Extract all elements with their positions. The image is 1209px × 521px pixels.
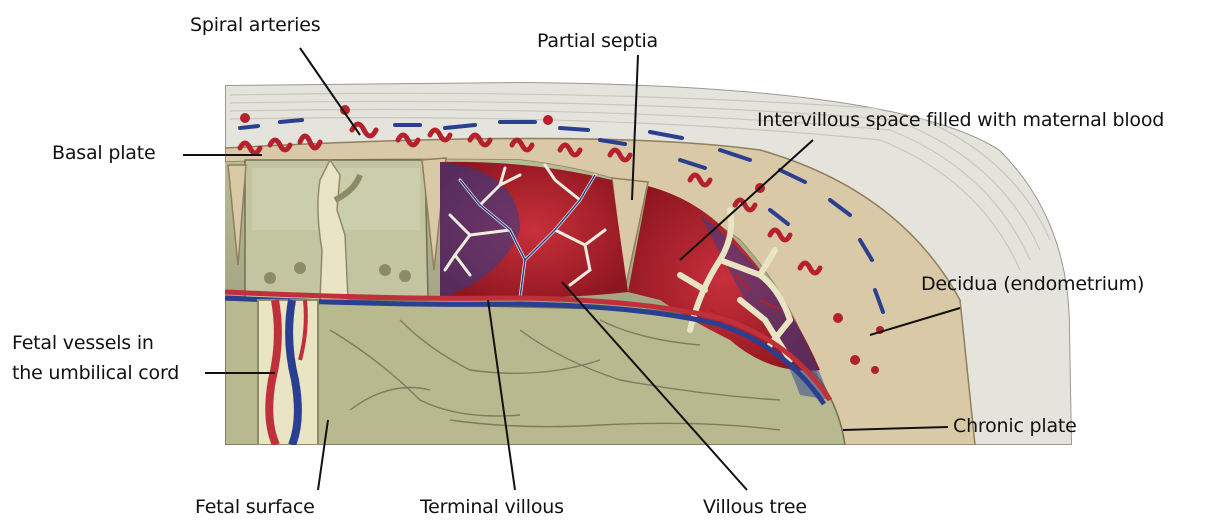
label-basal-plate: Basal plate: [52, 140, 155, 166]
label-partial-septia: Partial septia: [537, 28, 658, 54]
label-chronic-plate: Chronic plate: [953, 413, 1077, 439]
label-intervillous-space: Intervillous space filled with maternal …: [757, 107, 1164, 133]
label-spiral-arteries: Spiral arteries: [190, 12, 320, 38]
label-fetal-surface: Fetal surface: [195, 494, 315, 520]
label-fetal-vessels-line1: Fetal vessels in: [12, 330, 154, 356]
label-villous-tree: Villous tree: [703, 494, 807, 520]
label-decidua: Decidua (endometrium): [921, 271, 1144, 297]
label-fetal-vessels-line2: the umbilical cord: [12, 360, 179, 386]
placenta-section: [225, 82, 1072, 445]
label-terminal-villous: Terminal villous: [420, 494, 564, 520]
